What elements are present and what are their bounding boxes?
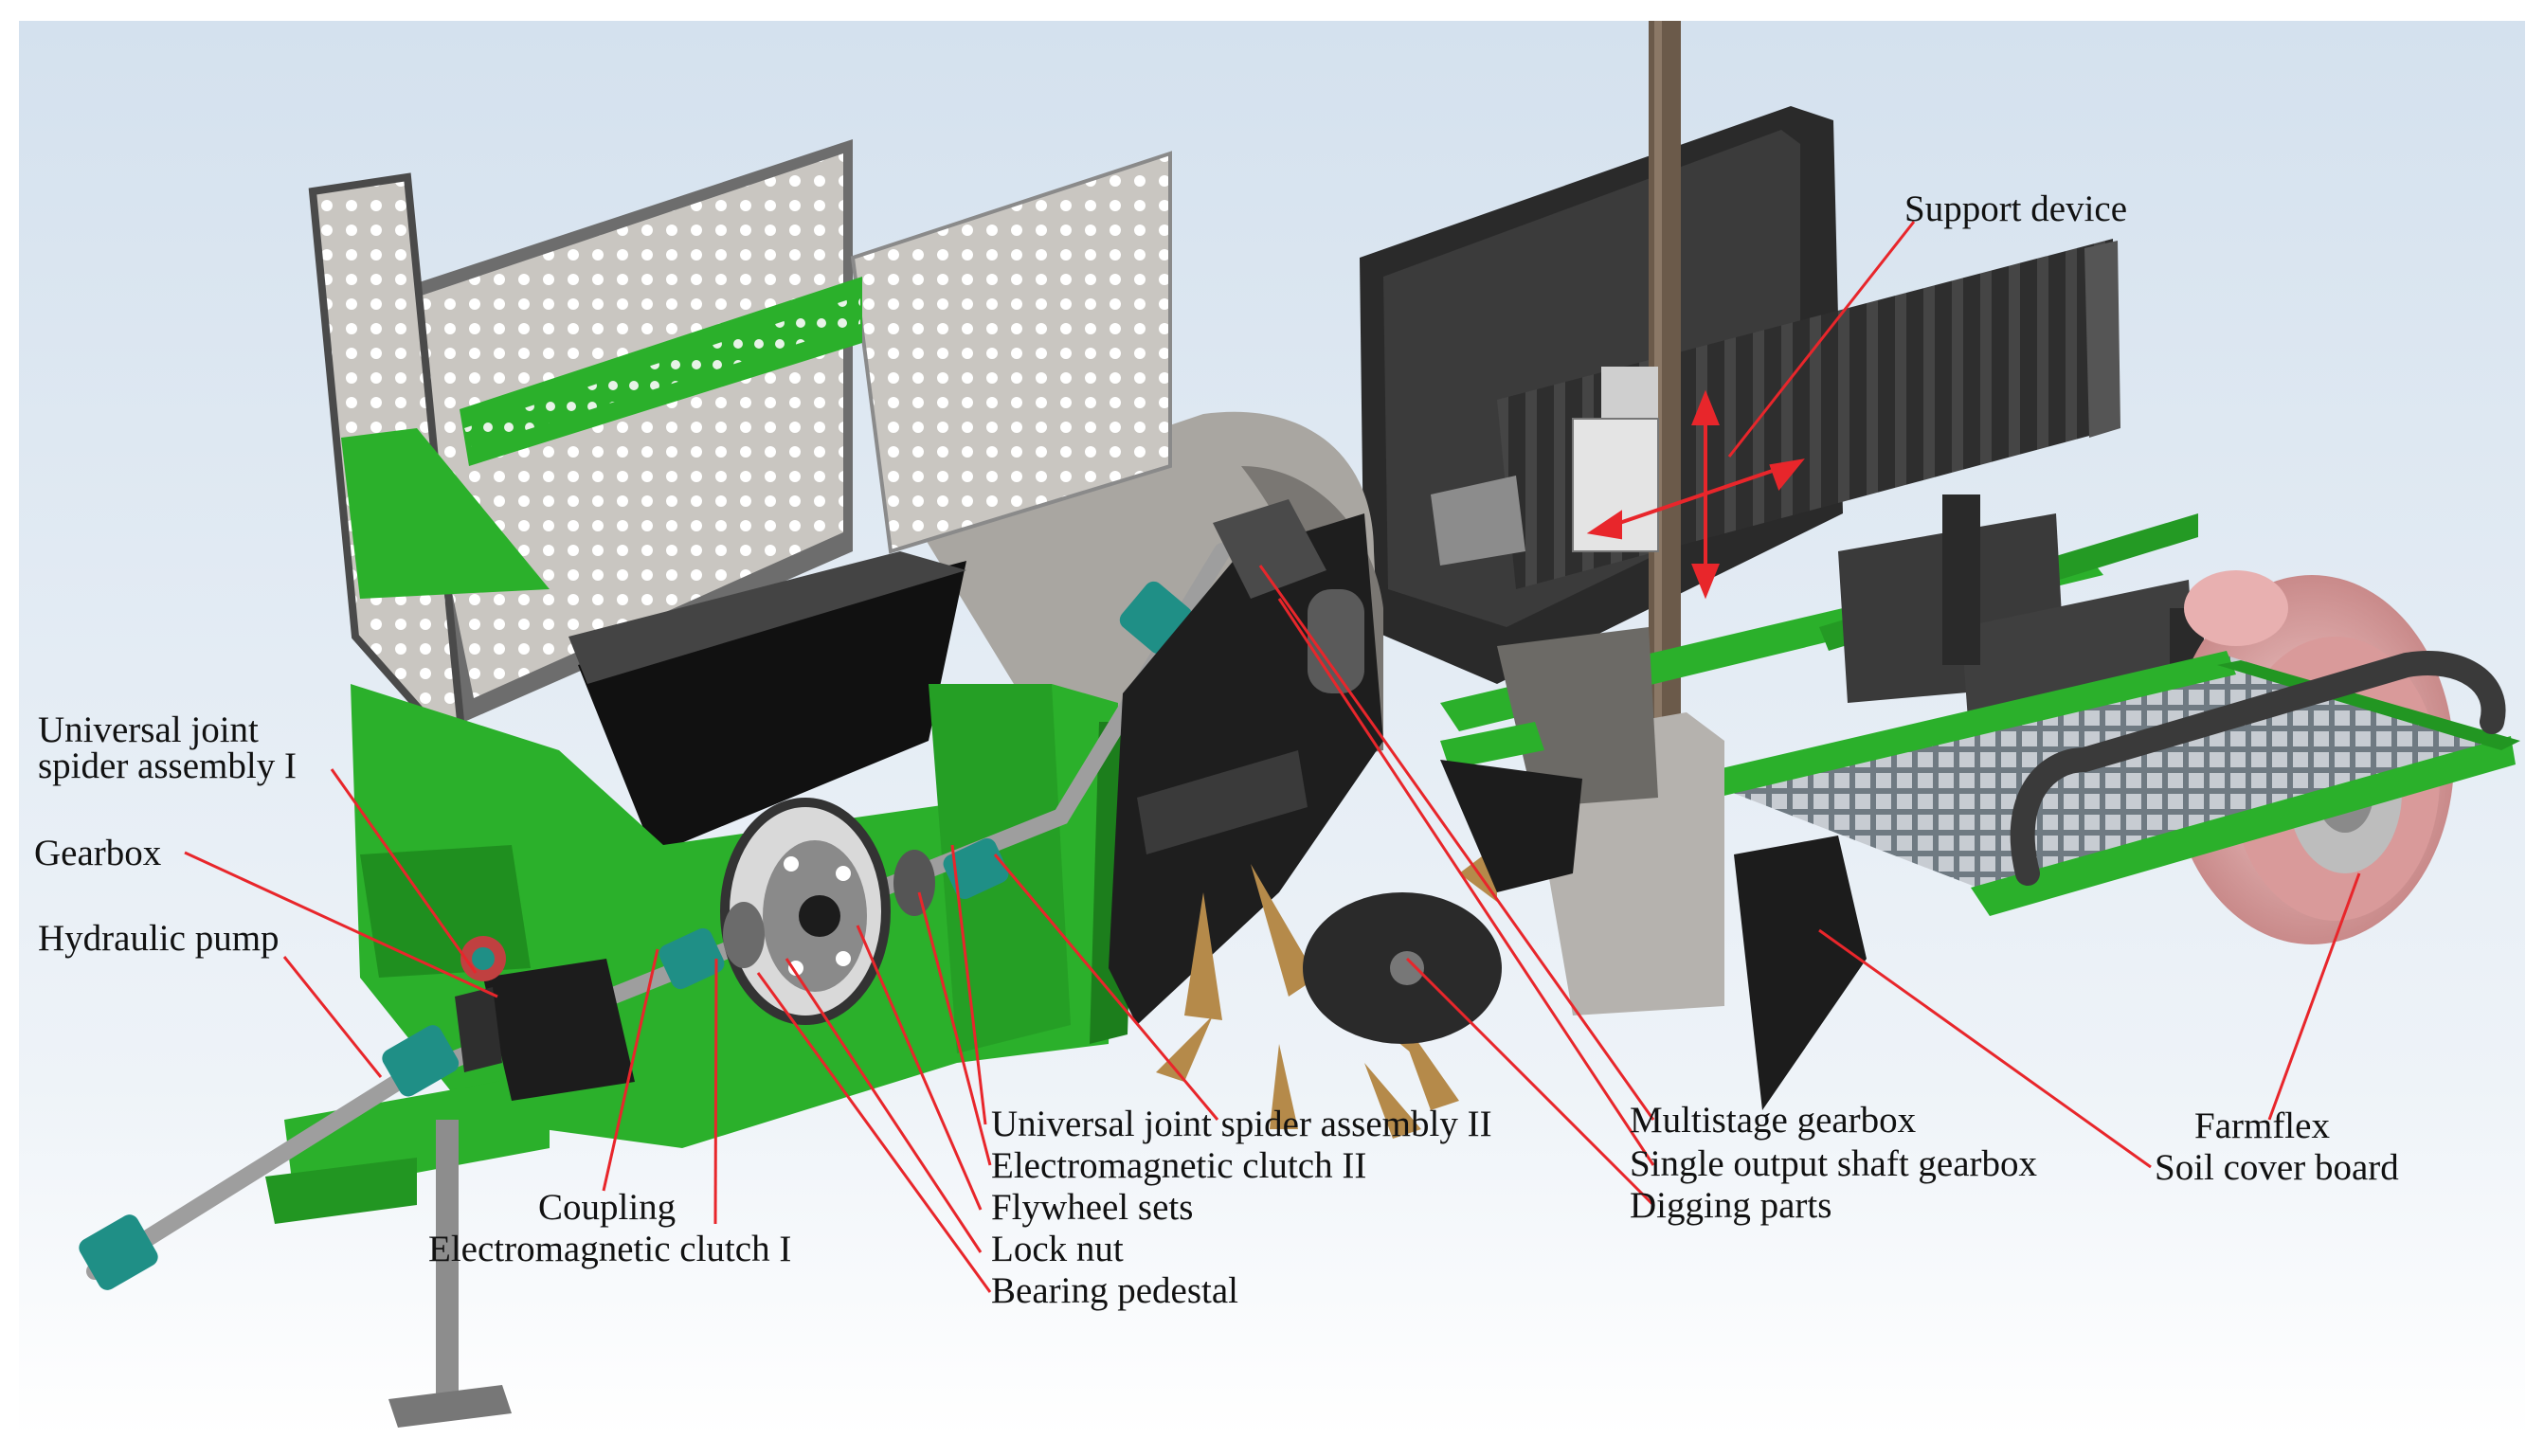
label-bearing-pedestal: Bearing pedestal <box>991 1270 1238 1311</box>
seed-hopper <box>308 139 1172 854</box>
label-hydraulic-pump: Hydraulic pump <box>38 918 280 959</box>
machine-illustration <box>19 21 2525 1437</box>
support-arrows <box>1586 389 1805 600</box>
label-lock-nut: Lock nut <box>991 1229 1124 1269</box>
label-universal-joint-1-line1: Universal joint <box>38 710 259 750</box>
gearbox-part <box>455 936 635 1101</box>
label-single-output-shaft-gearbox: Single output shaft gearbox <box>1630 1143 2038 1184</box>
label-multistage-gearbox: Multistage gearbox <box>1630 1100 1917 1141</box>
parking-stand <box>388 1120 512 1428</box>
label-coupling: Coupling <box>538 1187 677 1228</box>
support-device-assembly <box>1360 21 2120 779</box>
figure-canvas: Universal joint spider assembly I Gearbo… <box>19 21 2525 1437</box>
soil-cover-board <box>1677 651 2520 916</box>
label-flywheel-sets: Flywheel sets <box>991 1187 1194 1228</box>
label-digging-parts: Digging parts <box>1630 1185 1832 1226</box>
label-support-device: Support device <box>1904 189 2128 229</box>
leader-lines <box>184 221 2361 1293</box>
label-universal-joint-2: Universal joint spider assembly II <box>991 1104 1492 1144</box>
label-electromagnetic-clutch-2: Electromagnetic clutch II <box>991 1145 1367 1186</box>
soil-guard-plate <box>1440 760 1867 1110</box>
label-farmflex: Farmflex <box>2194 1105 2330 1146</box>
label-universal-joint-1-line2: spider assembly I <box>38 746 297 786</box>
label-electromagnetic-clutch-1: Electromagnetic clutch I <box>428 1229 792 1269</box>
label-gearbox: Gearbox <box>34 833 162 873</box>
label-soil-cover-board: Soil cover board <box>2155 1147 2399 1188</box>
flywheel-part <box>720 798 935 1025</box>
